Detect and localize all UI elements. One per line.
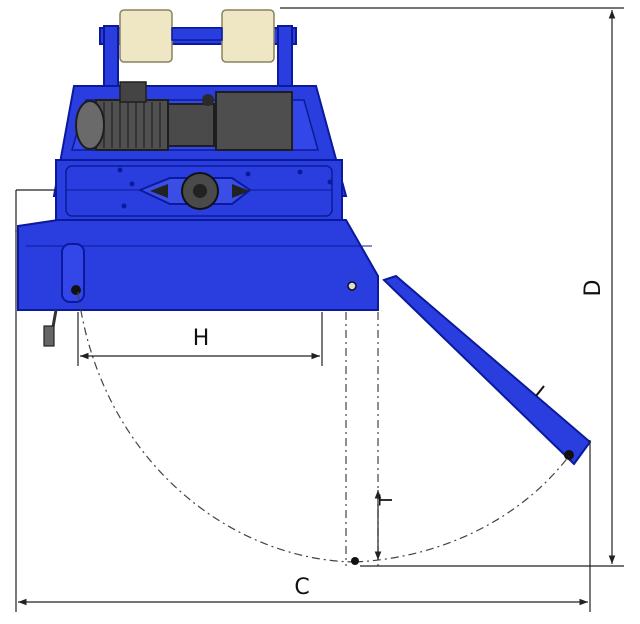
coupling-arrow-left — [150, 184, 168, 198]
arm-end-pivot — [564, 450, 574, 460]
coupling-arrow-right — [232, 184, 250, 198]
roller-left — [119, 9, 173, 63]
coupling-bore — [193, 184, 207, 198]
motor-body — [95, 99, 169, 151]
swing-arc-right — [354, 455, 570, 563]
arm-marker — [535, 385, 545, 397]
dimensions — [15, 7, 624, 612]
middle-band-recess — [65, 165, 333, 217]
base-frame — [17, 219, 379, 311]
left-upright — [103, 25, 119, 87]
lever-handle — [43, 325, 55, 347]
machine-body — [17, 9, 592, 466]
roller-axle — [171, 27, 223, 41]
gearbox-knob — [202, 94, 214, 106]
gearbox — [167, 103, 215, 147]
roller-right — [221, 9, 275, 63]
dimension-label-d: D — [581, 280, 606, 297]
swing-bottom-point — [351, 557, 359, 565]
motor-fins — [103, 102, 161, 148]
dimension-label-t: T — [376, 494, 397, 507]
dimension-label-c: C — [294, 575, 309, 600]
swing-paths — [77, 291, 570, 566]
right-upright — [277, 25, 293, 87]
pivot-left — [71, 285, 81, 295]
swing-arc-left — [77, 291, 356, 563]
control-box — [215, 91, 293, 151]
motor-cap — [75, 100, 105, 150]
pivot-right — [347, 281, 357, 291]
dimension-label-h: H — [193, 326, 210, 351]
motor-terminal-box — [119, 81, 147, 103]
extension-arm — [382, 274, 592, 466]
